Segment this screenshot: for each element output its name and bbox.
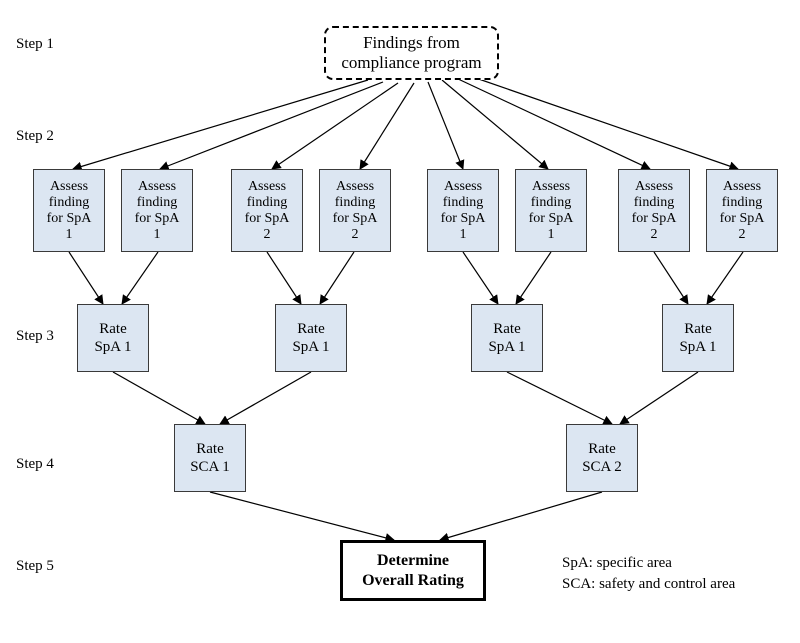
assess-line: 1 — [547, 226, 555, 242]
assess-line: finding — [530, 194, 572, 210]
connector-arrow-11 — [266, 251, 302, 305]
assess-line: Assess — [49, 178, 89, 194]
connector-arrow-2 — [159, 81, 384, 171]
connector-arrow-12 — [319, 251, 355, 305]
assess-line: Assess — [531, 178, 571, 194]
assess-line: Assess — [722, 178, 762, 194]
assess-line: for SpA — [440, 210, 486, 226]
step-2-label: Step 2 — [16, 128, 54, 144]
rate-line: SpA 1 — [292, 339, 330, 355]
rate-line: Rate — [588, 441, 616, 457]
connector-arrow-13 — [462, 251, 499, 305]
findings-source-node: Findings from compliance program — [324, 26, 499, 80]
assess-line: finding — [721, 194, 763, 210]
connector-arrow-16 — [706, 251, 744, 305]
assess-line: Assess — [335, 178, 375, 194]
overall-rating-node: Determine Overall Rating — [340, 540, 486, 601]
legend-spa: SpA: specific area — [562, 555, 672, 571]
assess-line: for SpA — [332, 210, 378, 226]
assess-line: 1 — [459, 226, 467, 242]
assess-line: for SpA — [134, 210, 180, 226]
connector-arrow-7 — [455, 77, 651, 170]
rate-line: SCA 2 — [582, 459, 622, 475]
assess-line: 1 — [153, 226, 161, 242]
assess-line: 2 — [351, 226, 359, 242]
rate-line: SCA 1 — [190, 459, 230, 475]
connector-arrow-22 — [439, 491, 603, 543]
assess-line: finding — [334, 194, 376, 210]
assess-line: Assess — [634, 178, 674, 194]
legend-sca: SCA: safety and control area — [562, 576, 736, 592]
assess-line: 2 — [650, 226, 658, 242]
connector-arrow-18 — [219, 371, 312, 425]
connector-arrow-14 — [515, 251, 552, 305]
assess-line: for SpA — [528, 210, 574, 226]
connector-arrow-1 — [72, 79, 369, 172]
assess-line: finding — [246, 194, 288, 210]
source-line-1: Findings from — [363, 33, 460, 52]
assess-line: Assess — [137, 178, 177, 194]
connector-arrow-3 — [271, 82, 399, 170]
connector-arrow-6 — [441, 79, 549, 170]
assess-line: Assess — [443, 178, 483, 194]
connector-arrow-20 — [619, 371, 699, 425]
step-4-label: Step 4 — [16, 456, 54, 472]
rate-line: Rate — [493, 321, 521, 337]
connector-arrow-8 — [469, 75, 739, 171]
rate-line: SpA 1 — [94, 339, 132, 355]
rate-line: Rate — [196, 441, 224, 457]
connector-arrow-4 — [359, 82, 415, 170]
rate-line: Rate — [297, 321, 325, 337]
assess-line: 1 — [65, 226, 73, 242]
assess-line: finding — [442, 194, 484, 210]
final-line-1: Determine — [377, 551, 449, 569]
connector-arrow-5 — [427, 81, 465, 170]
assess-line: finding — [136, 194, 178, 210]
connector-arrow-15 — [653, 251, 689, 305]
step-3-label: Step 3 — [16, 328, 54, 344]
step-1-label: Step 1 — [16, 36, 54, 52]
connector-arrow-19 — [506, 371, 613, 425]
assess-line: for SpA — [46, 210, 92, 226]
source-line-2: compliance program — [341, 53, 482, 72]
connector-arrow-21 — [209, 491, 395, 543]
assess-line: 2 — [263, 226, 271, 242]
rate-line: SpA 1 — [679, 339, 717, 355]
assess-line: for SpA — [244, 210, 290, 226]
assess-line: 2 — [738, 226, 746, 242]
assess-line: for SpA — [719, 210, 765, 226]
assess-line: for SpA — [631, 210, 677, 226]
connector-arrow-10 — [121, 251, 159, 305]
final-line-2: Overall Rating — [362, 571, 464, 589]
rate-line: SpA 1 — [488, 339, 526, 355]
step-5-label: Step 5 — [16, 558, 54, 574]
assess-line: Assess — [247, 178, 287, 194]
rate-line: Rate — [684, 321, 712, 337]
assess-line: finding — [48, 194, 90, 210]
rate-line: Rate — [99, 321, 127, 337]
connector-arrow-9 — [68, 251, 104, 305]
assess-line: finding — [633, 194, 675, 210]
connector-arrow-17 — [112, 371, 206, 425]
